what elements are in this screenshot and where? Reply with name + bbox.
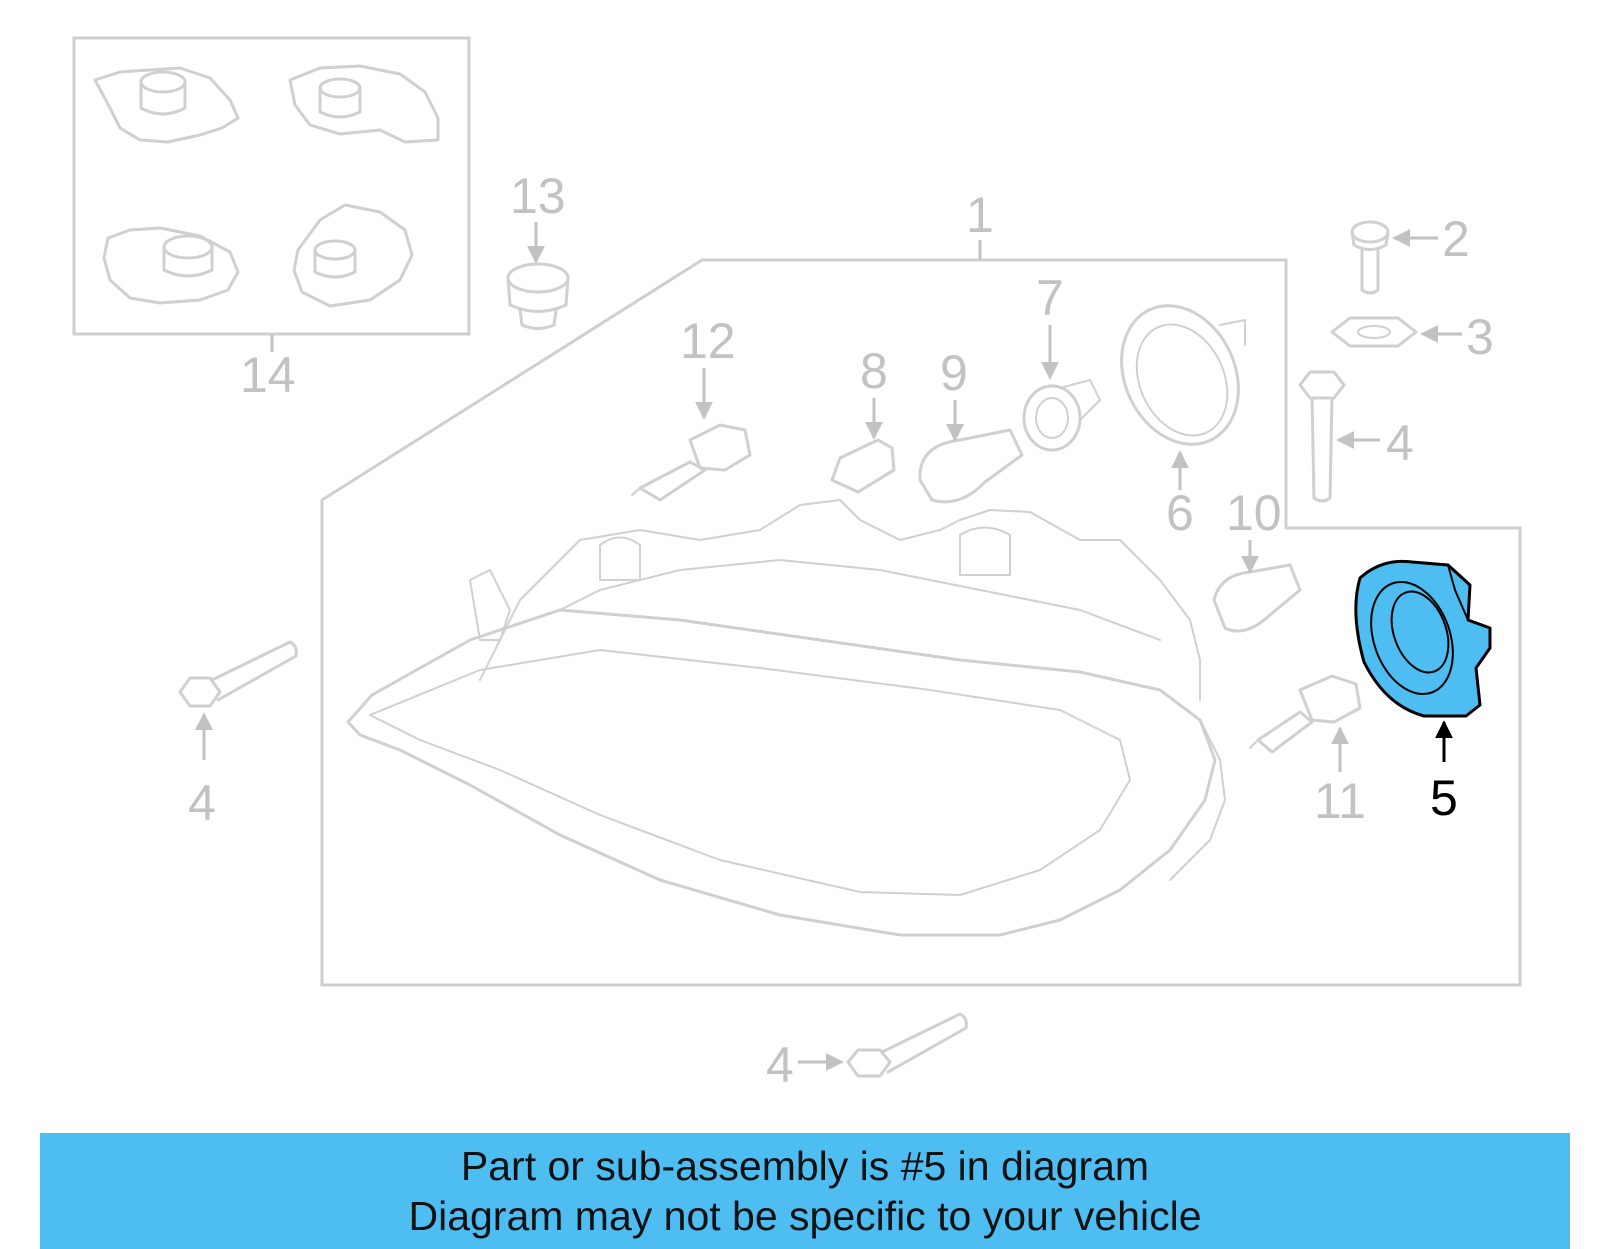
headlamp-assembly — [346, 499, 1226, 937]
callout-2: 2 — [1442, 211, 1470, 267]
callout-11: 11 — [1314, 773, 1366, 829]
callout-13: 13 — [510, 168, 566, 224]
callout-7: 7 — [1036, 270, 1064, 326]
part-12-bulb — [631, 423, 752, 502]
assembly-1-frame — [320, 258, 1522, 987]
part-6-ring — [1120, 304, 1246, 446]
callout-9: 9 — [940, 345, 968, 401]
part-13-grommet — [506, 262, 570, 330]
callout-4-bottom: 4 — [766, 1037, 794, 1093]
callout-1: 1 — [966, 187, 994, 243]
callout-4-left: 4 — [188, 775, 216, 831]
callout-12: 12 — [680, 313, 736, 369]
part-2-screw — [1350, 220, 1390, 295]
callout-8: 8 — [860, 343, 888, 399]
part-4-bolt-left — [178, 640, 298, 708]
callout-14: 14 — [240, 347, 296, 403]
part-5-highlighted[interactable] — [1354, 559, 1492, 718]
part-4-bolt-bottom — [846, 1012, 968, 1078]
banner-line-1: Part or sub-assembly is #5 in diagram — [460, 1143, 1150, 1189]
part-7-socket — [1022, 379, 1101, 452]
callout-3: 3 — [1466, 309, 1494, 365]
banner-line-2: Diagram may not be specific to your vehi… — [408, 1193, 1202, 1239]
part-9-bulb — [918, 428, 1024, 504]
callout-6: 6 — [1166, 485, 1194, 541]
part-4-bolt-right — [1298, 370, 1346, 503]
info-banner: Part or sub-assembly is #5 in diagram Di… — [40, 1133, 1570, 1249]
callout-4-right: 4 — [1386, 415, 1414, 471]
callout-10: 10 — [1226, 485, 1282, 541]
part-11-bulb — [1249, 674, 1362, 754]
callout-5: 5 — [1430, 770, 1458, 826]
part-8-bulb — [830, 438, 896, 494]
group-14-parts — [93, 64, 440, 308]
part-3-washer — [1330, 316, 1418, 348]
part-10-bulb — [1212, 563, 1302, 633]
